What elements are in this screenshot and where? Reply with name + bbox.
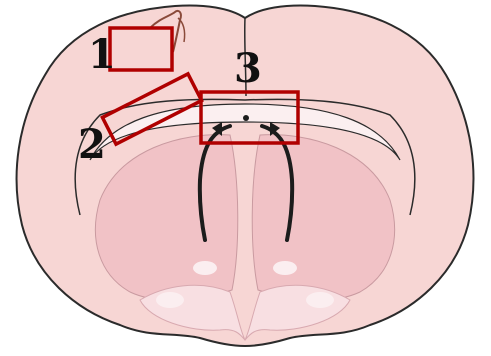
- pale-region-left: [156, 292, 184, 308]
- pale-region-right: [306, 292, 334, 308]
- midline-dot: [243, 115, 249, 121]
- pale-nucleus-left: [193, 261, 217, 275]
- region-1-label: 1: [88, 31, 116, 78]
- pale-nucleus-right: [273, 261, 297, 275]
- region-2-label: 2: [78, 121, 106, 168]
- region-3-label: 3: [234, 45, 262, 92]
